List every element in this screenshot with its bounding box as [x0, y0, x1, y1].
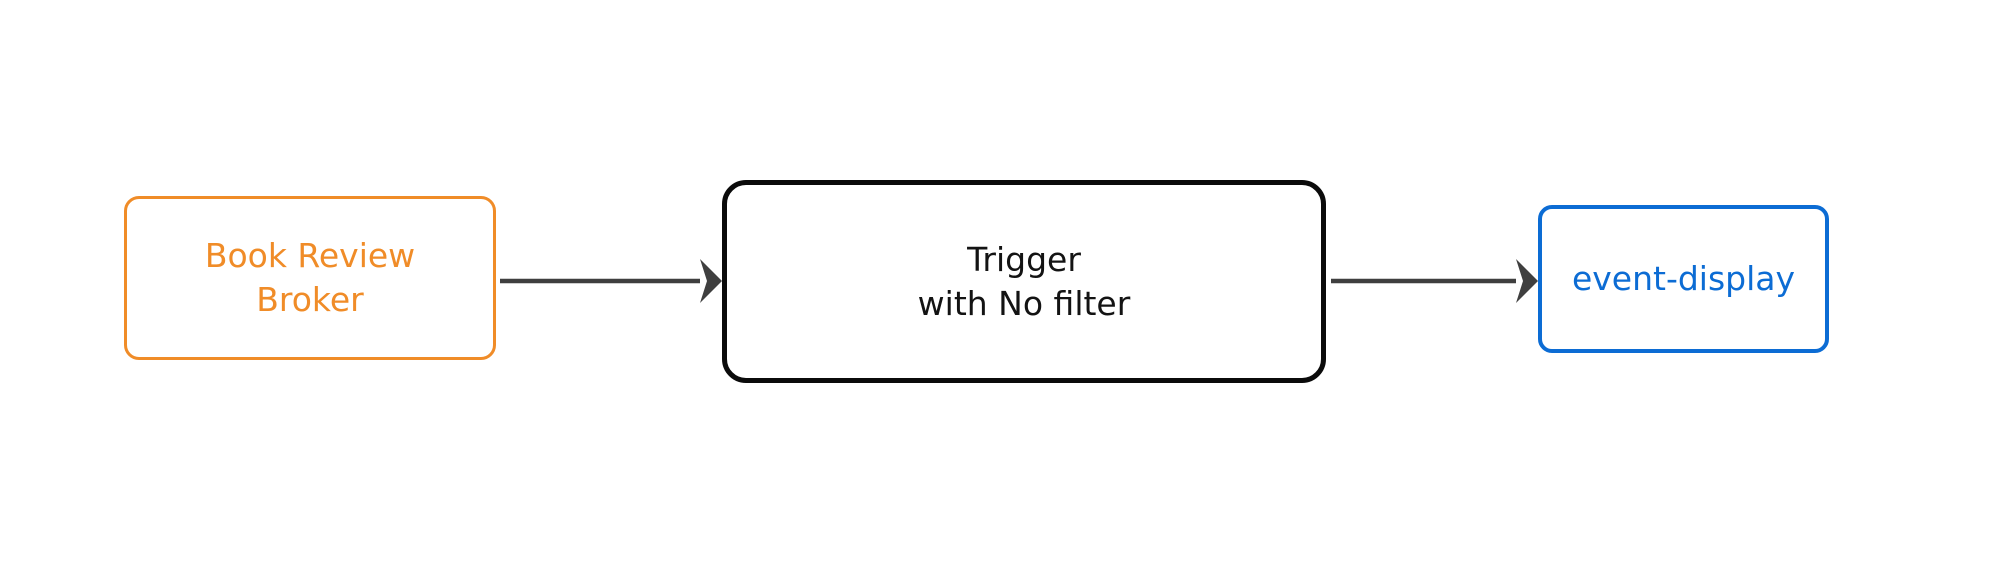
trigger-node[interactable]: Trigger with No filter	[722, 180, 1326, 383]
book-review-broker-label-line-2: Broker	[256, 280, 364, 319]
trigger-label-line-1: Trigger	[967, 239, 1081, 279]
event-display-node[interactable]: event-display	[1538, 205, 1829, 353]
arrow-broker-to-trigger	[500, 259, 722, 303]
event-display-label: event-display	[1571, 259, 1796, 299]
book-review-broker-label-line-1: Book Review	[204, 236, 416, 276]
book-review-broker-node[interactable]: Book Review Broker	[124, 196, 496, 360]
trigger-label-line-2: with No filter	[917, 283, 1131, 323]
arrow-trigger-to-event-display	[1331, 259, 1538, 303]
